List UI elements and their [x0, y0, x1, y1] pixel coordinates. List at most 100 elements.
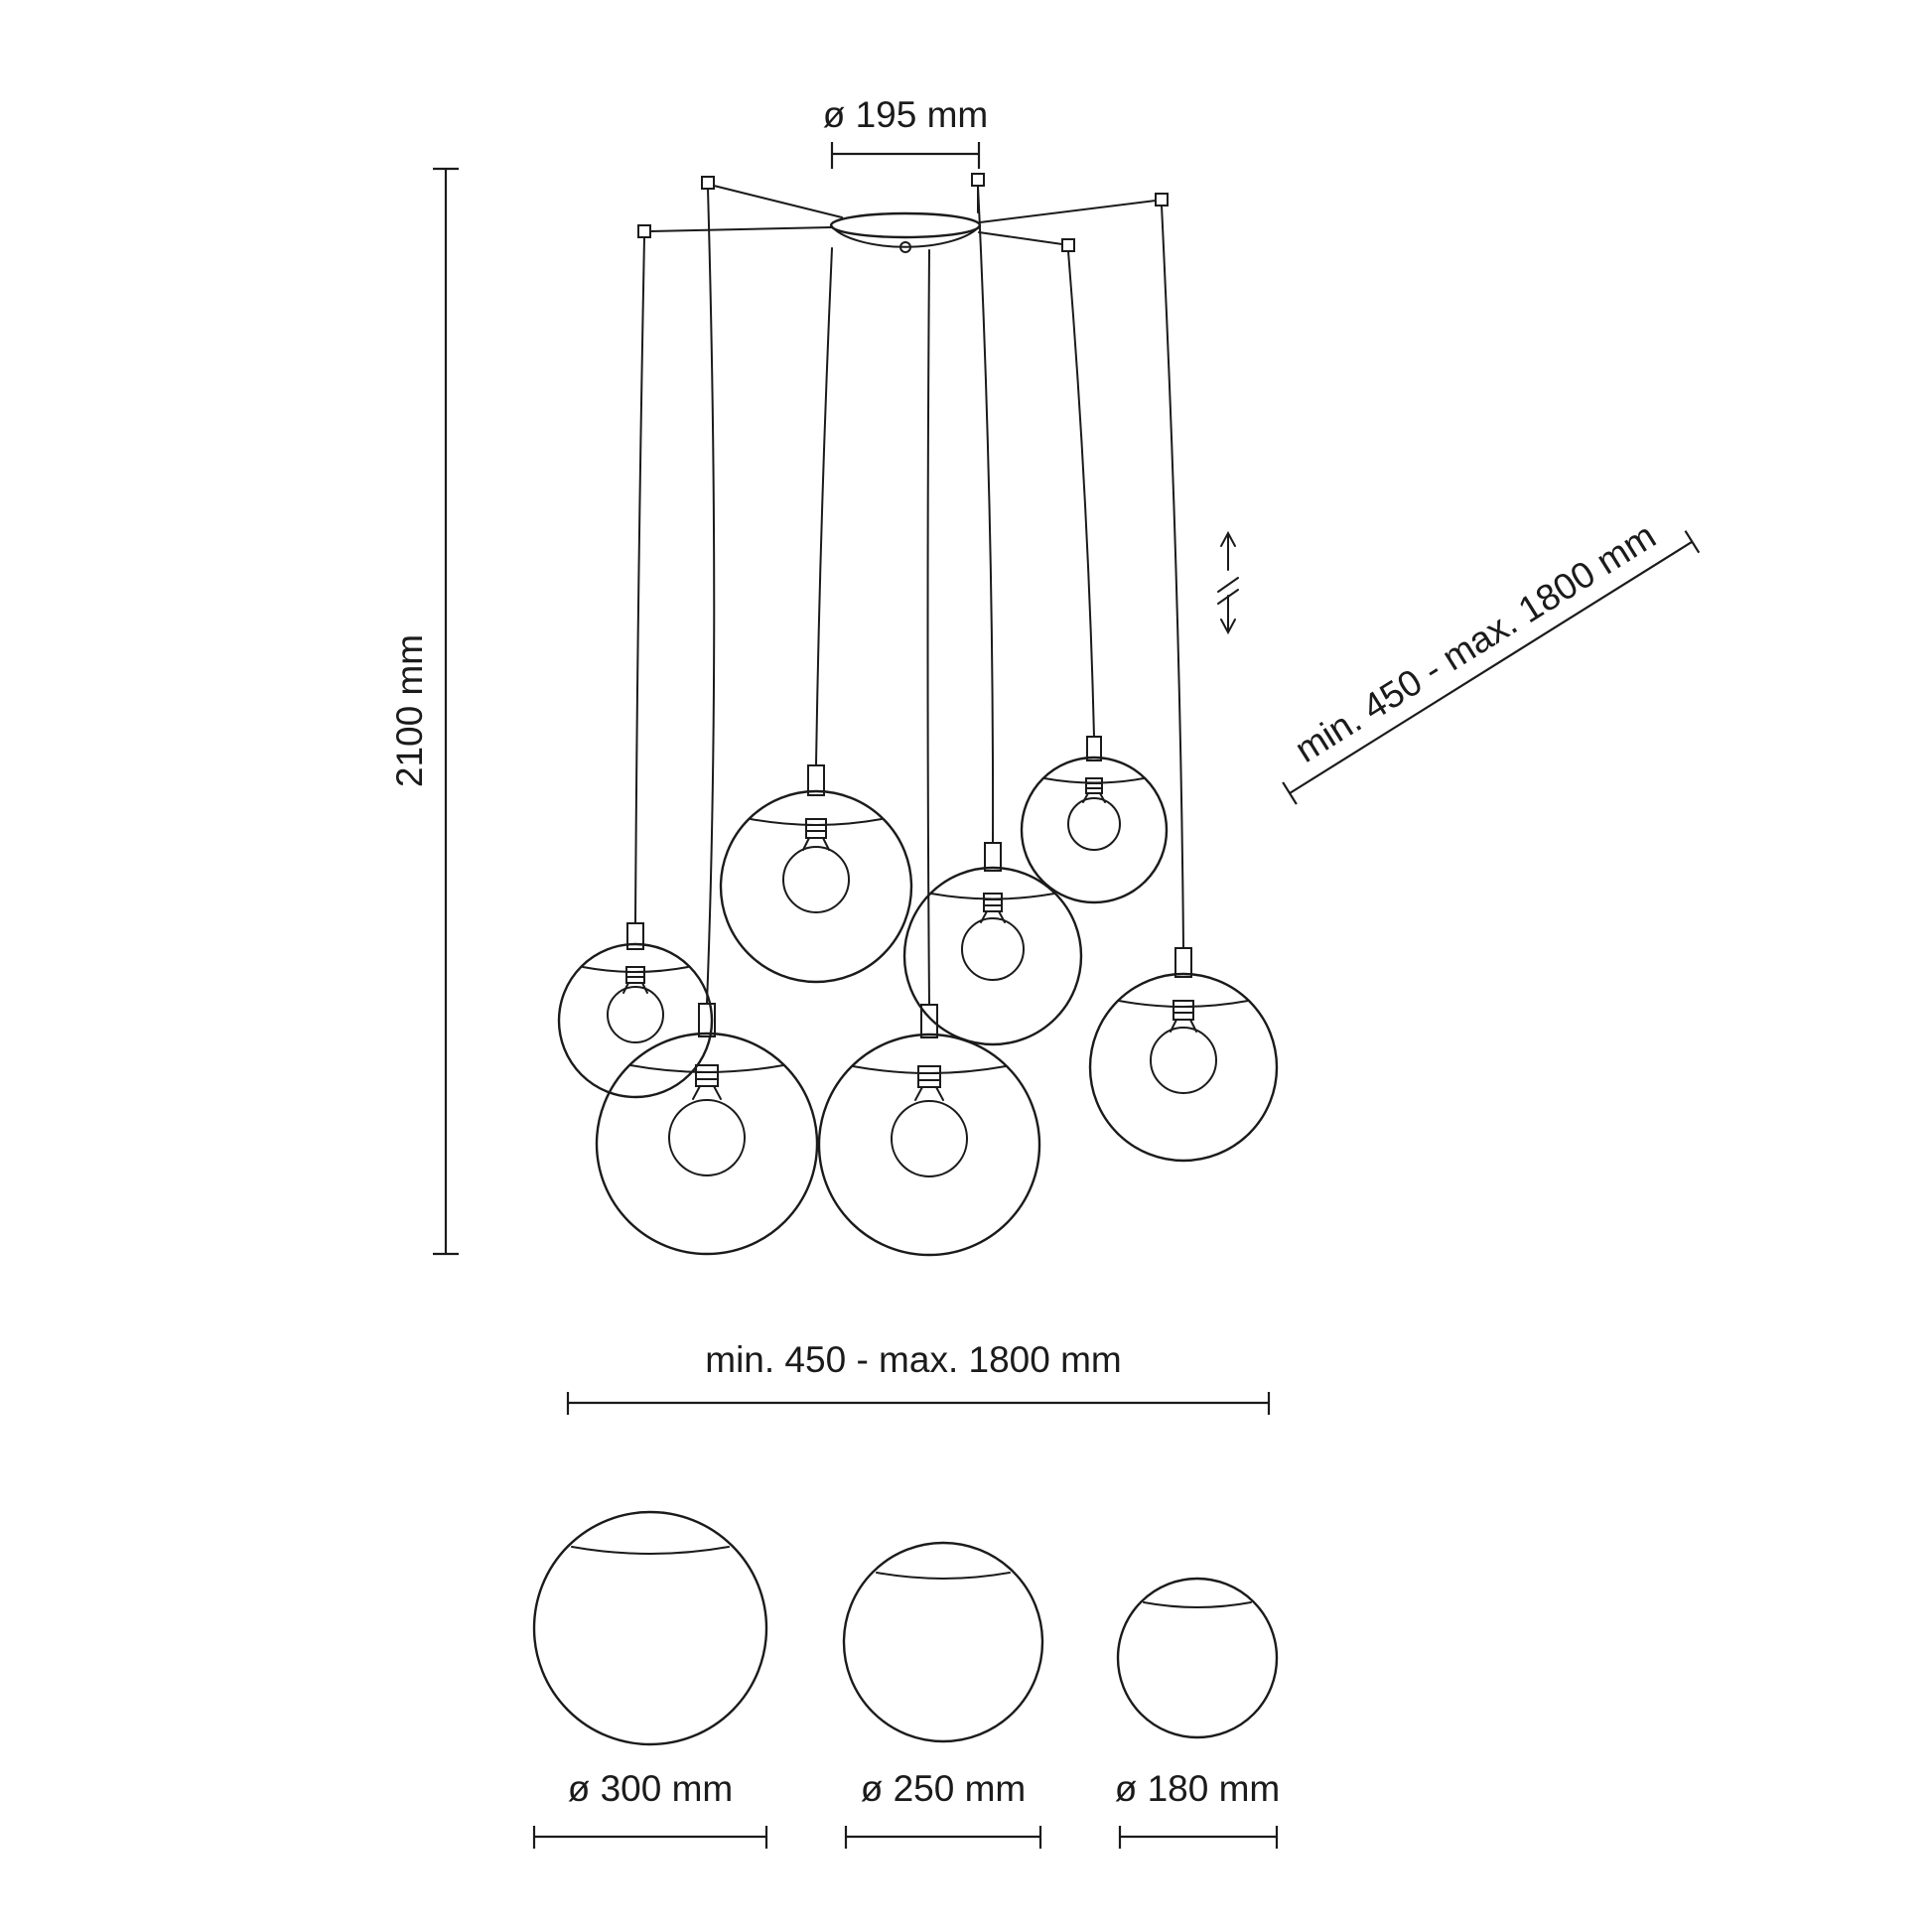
cord	[977, 185, 995, 844]
socket-tube	[920, 1004, 938, 1038]
dimension-line	[1289, 540, 1693, 794]
globe-glass	[719, 789, 913, 984]
light-bulb	[961, 893, 1025, 981]
bulb-neck-line	[935, 1086, 944, 1101]
bulb-glass	[1067, 797, 1121, 851]
socket-tube	[626, 922, 644, 950]
bulb-glass	[607, 986, 664, 1043]
globe-cap-line	[852, 1065, 1007, 1074]
globe-glass	[557, 942, 714, 1099]
pendant-globe-small-left	[557, 922, 714, 1099]
light-bulb	[607, 966, 664, 1043]
break-slash	[1217, 577, 1239, 593]
spread-width-label: min. 450 - max. 1800 mm	[705, 1339, 1121, 1380]
hook-arm-line	[649, 226, 832, 232]
bulb-neck-line	[822, 837, 830, 851]
cord	[1161, 205, 1184, 949]
bulb-base	[625, 966, 645, 984]
suspension-cords	[634, 185, 1184, 1006]
pendant-globe-small-upper-right	[1020, 736, 1169, 904]
pendant-globe-large-bottom-left	[595, 1003, 819, 1256]
bulb-base	[695, 1064, 719, 1087]
ceiling-canopy	[637, 173, 1169, 253]
globe-glass	[1020, 756, 1169, 904]
cord	[706, 188, 716, 1005]
dimension-cord-length: min. 450 - max. 1800 mm	[1282, 515, 1701, 805]
canopy-diameter-label: ø 195 mm	[823, 94, 989, 135]
bulb-base	[805, 818, 827, 839]
globe-large-label: ø 300 mm	[568, 1768, 734, 1809]
socket-tube	[984, 842, 1002, 872]
bulb-base	[1085, 777, 1103, 794]
height-adjust-arrow-icon	[1217, 530, 1239, 635]
bulb-neck-line	[802, 837, 810, 851]
globe-cap-line	[876, 1572, 1011, 1580]
globe-glass	[595, 1032, 819, 1256]
light-bulb	[782, 818, 850, 913]
canopy-center-grip	[899, 241, 911, 253]
globe-glass	[532, 1510, 768, 1746]
globe-glass	[1088, 972, 1279, 1163]
hook-arm-line	[978, 231, 1063, 245]
bulb-neck-line	[713, 1085, 722, 1100]
bulb-glass	[1150, 1027, 1217, 1094]
hook-arm-line	[713, 185, 843, 218]
arrow-head-up	[1220, 530, 1236, 547]
bulb-neck-line	[692, 1085, 701, 1100]
pendant-globe-medium-upper-left	[719, 764, 913, 984]
cord	[926, 249, 930, 1006]
dimension-tick	[1282, 781, 1298, 805]
socket-tube	[698, 1003, 716, 1037]
globe-small-label: ø 180 mm	[1115, 1768, 1281, 1809]
canopy-dish	[830, 224, 981, 248]
globe-glass	[1116, 1577, 1279, 1739]
globe-medium-label: ø 250 mm	[861, 1768, 1027, 1809]
total-height-label: 2100 mm	[389, 634, 430, 787]
bulb-base	[983, 893, 1003, 912]
pendant-globe-medium-center	[902, 842, 1083, 1046]
bulb-neck-line	[914, 1086, 923, 1101]
bulb-glass	[782, 846, 850, 913]
cord-hook	[1155, 193, 1169, 207]
socket-tube	[807, 764, 825, 796]
bulb-base	[1173, 1000, 1194, 1021]
globe-cap-line	[571, 1546, 730, 1555]
bulb-glass	[891, 1100, 968, 1177]
cord-hook	[1061, 238, 1075, 252]
bulb-glass	[961, 917, 1025, 981]
cord-hook	[637, 224, 651, 238]
dimension-total-height: 2100 mm	[389, 167, 459, 1256]
bulb-glass	[668, 1099, 746, 1176]
pendant-globe-medium-right	[1088, 947, 1279, 1163]
bulb-base	[917, 1065, 941, 1088]
cord-hook	[701, 176, 715, 190]
dimension-spread-width: min. 450 - max. 1800 mm	[566, 1339, 1271, 1415]
cord	[1067, 250, 1095, 738]
arrow-head-down	[1220, 619, 1236, 635]
globe-glass	[842, 1541, 1044, 1743]
light-bulb	[891, 1065, 968, 1177]
break-slash	[1217, 589, 1239, 605]
cord-length-label: min. 450 - max. 1800 mm	[1288, 515, 1662, 770]
cord	[634, 236, 645, 924]
socket-tube	[1174, 947, 1192, 978]
globe-glass	[902, 866, 1083, 1046]
cord	[815, 247, 833, 766]
cord-hook	[971, 173, 985, 187]
dimension-canopy-diameter: ø 195 mm	[823, 94, 989, 169]
light-bulb	[1150, 1000, 1217, 1094]
canopy-plate	[829, 211, 982, 239]
globe-size-large: ø 300 mm	[532, 1510, 768, 1849]
globe-cap-line	[629, 1064, 784, 1073]
socket-tube	[1086, 736, 1102, 761]
globe-glass	[817, 1033, 1041, 1257]
dimension-tick	[1684, 530, 1701, 554]
pendant-globe-large-bottom-center	[817, 1004, 1041, 1257]
hook-arm-line	[979, 200, 1157, 223]
light-bulb	[668, 1064, 746, 1176]
globe-size-small: ø 180 mm	[1115, 1577, 1281, 1849]
light-bulb	[1067, 777, 1121, 851]
globe-size-medium: ø 250 mm	[842, 1541, 1044, 1849]
